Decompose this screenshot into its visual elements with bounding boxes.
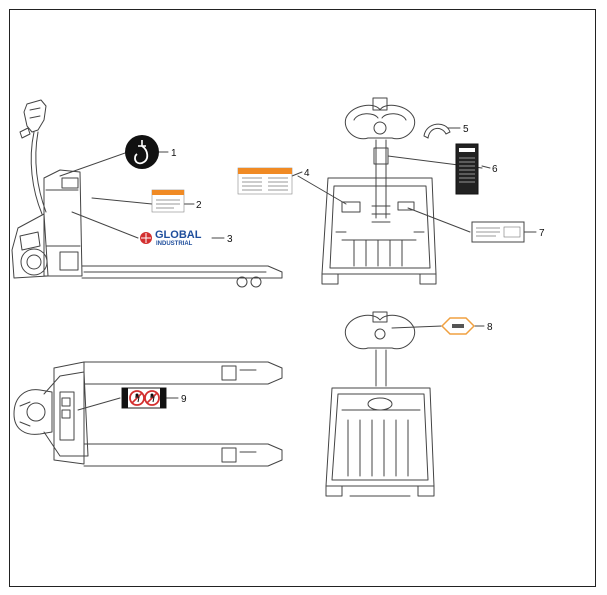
warning-label-2 [151,189,185,213]
callout-6: 6 [492,164,498,175]
serial-plate-7 [471,221,525,243]
brand-logo: GLOBAL INDUSTRIAL [140,229,202,247]
hex-label-8 [440,317,476,335]
no-riding-icon [129,390,145,406]
callout-2: 2 [196,200,202,211]
callout-9: 9 [181,394,187,405]
callout-1: 1 [171,148,177,159]
rear-view-lower [325,311,443,497]
diagram-frame [9,9,596,587]
prohibition-label-9 [121,387,167,409]
callout-8: 8 [487,322,493,333]
warning-label-4 [237,167,293,195]
top-view-truck [13,361,283,467]
no-standing-icon [144,390,160,406]
hook-icon [125,135,159,169]
logo-line2: INDUSTRIAL [156,241,193,247]
side-view-truck [11,99,283,288]
rear-view-truck [297,97,483,285]
spec-plate-6 [455,143,479,195]
grip-label-5 [423,123,451,139]
callout-3: 3 [227,234,233,245]
callout-4: 4 [304,168,310,179]
callout-7: 7 [539,228,545,239]
callout-5: 5 [463,124,469,135]
logo-line1: GLOBAL [155,229,202,241]
